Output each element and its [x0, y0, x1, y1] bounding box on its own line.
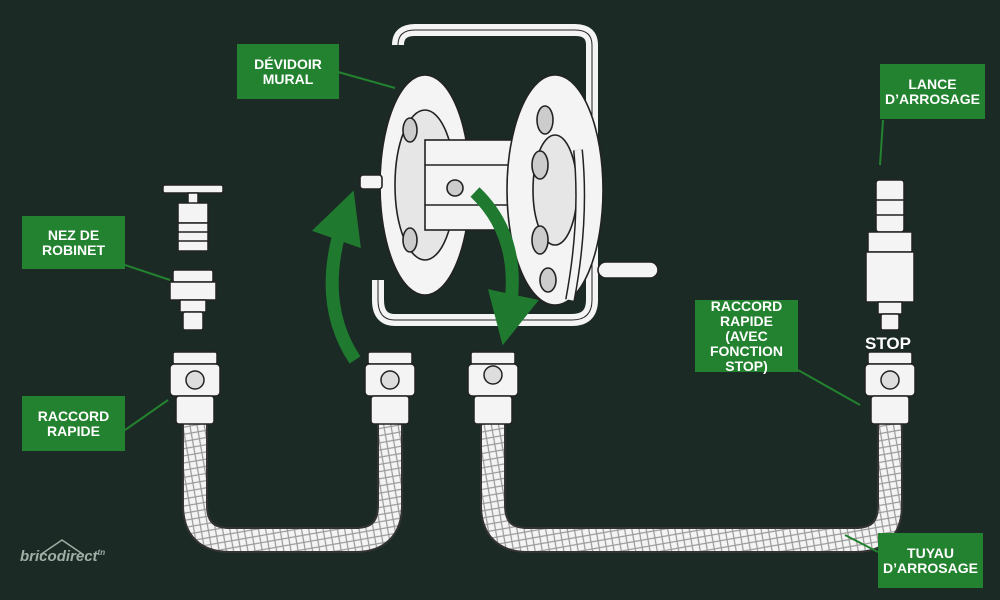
brand-logo: bricodirecttn	[20, 548, 105, 565]
brand-suffix: tn	[97, 548, 106, 557]
tap-nozzle-icon	[169, 269, 217, 331]
leader-line	[337, 71, 396, 89]
leader-line	[124, 399, 169, 431]
arrow-down-icon	[470, 187, 539, 346]
label-tuyau-arrosage: TUYAU D’ARROSAGE	[878, 533, 983, 588]
faucet-icon	[162, 184, 224, 252]
quick-connector-icon	[364, 351, 416, 425]
quick-connector-icon	[169, 351, 221, 425]
leader-line	[124, 264, 171, 281]
leader-line	[879, 119, 884, 166]
label-raccord-rapide: RACCORD RAPIDE	[22, 396, 125, 451]
spray-nozzle-icon	[865, 179, 915, 331]
brand-name-part1: brico	[20, 548, 57, 565]
stop-label: STOP	[865, 334, 911, 353]
brand-logo-icon	[39, 539, 85, 556]
label-raccord-rapide-stop: RACCORD RAPIDE (AVEC FONCTION STOP)	[695, 298, 798, 373]
leader-line	[844, 534, 879, 553]
label-devidoir-mural: DÉVIDOIR MURAL	[237, 44, 339, 99]
right-hose	[480, 412, 903, 553]
label-lance-arrosage: LANCE D’ARROSAGE	[880, 64, 985, 119]
left-hose	[182, 412, 403, 553]
quick-connector-stop-icon	[864, 351, 916, 425]
quick-connector-icon	[467, 351, 519, 425]
leader-line	[797, 369, 861, 406]
brand-name-part2: direct	[56, 548, 98, 565]
label-nez-de-robinet: NEZ DE ROBINET	[22, 216, 125, 269]
arrow-up-icon	[311, 190, 361, 364]
